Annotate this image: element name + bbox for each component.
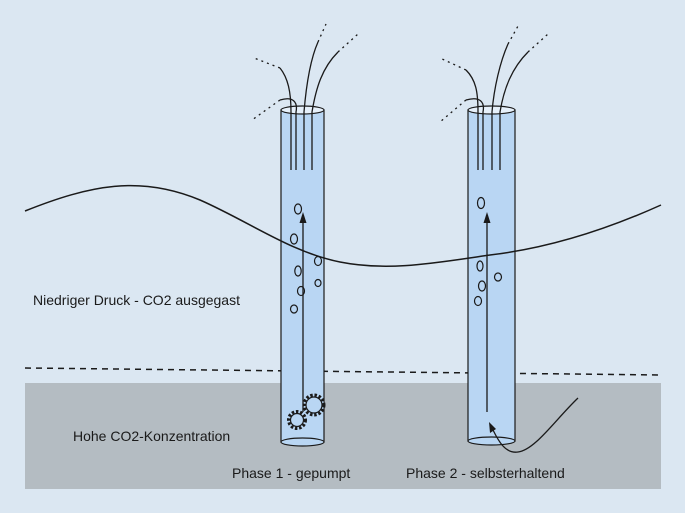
outflow-streams-2 [439, 25, 549, 170]
inflow-curve-arrow [489, 397, 579, 453]
label-low-pressure: Niedriger Druck - CO2 ausgegast [33, 292, 240, 308]
label-phase-1: Phase 1 - gepumpt [232, 465, 351, 481]
water-surface-line [24, 184, 662, 267]
boundary-dashed-line [24, 367, 662, 376]
label-high-concentration: Hohe CO2-Konzentration [73, 428, 231, 444]
gear-icon [287, 393, 326, 430]
outflow-streams-1 [251, 23, 359, 170]
bubbles-pipe-1 [289, 203, 323, 314]
label-phase-2: Phase 2 - selbsterhaltend [406, 465, 565, 481]
deep-layer [25, 383, 661, 489]
upflow-arrow-1 [299, 212, 307, 412]
bubbles-pipe-2 [473, 196, 503, 307]
upflow-arrow-2 [483, 212, 491, 412]
